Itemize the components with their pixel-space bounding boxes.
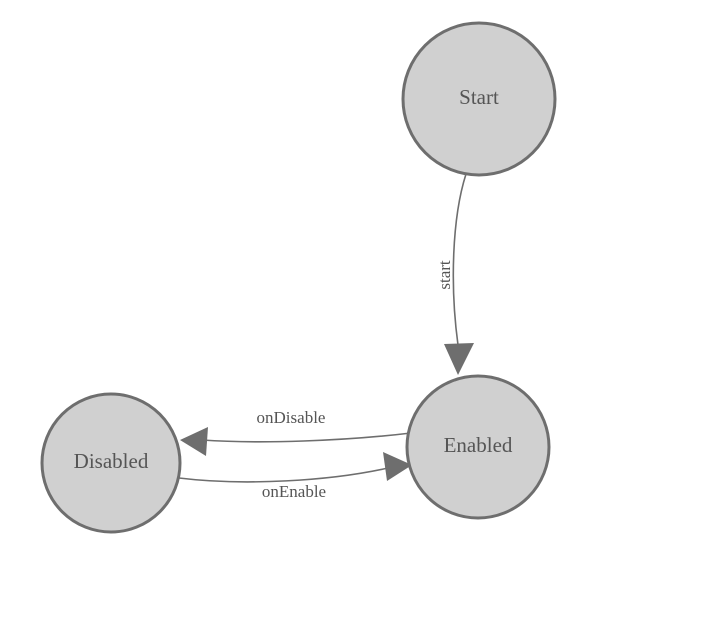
- node-start-circle: [401, 21, 557, 177]
- edge-label-start: start: [435, 260, 454, 290]
- node-start-label: Start: [459, 85, 499, 109]
- edge-start-to-enabled-path: [452, 173, 467, 346]
- node-enabled-label: Enabled: [444, 433, 513, 457]
- edge-label-onenable: onEnable: [262, 482, 326, 501]
- edge-start-to-enabled[interactable]: start: [435, 173, 474, 375]
- edge-enabled-to-disabled-arrowhead: [180, 427, 208, 456]
- node-enabled[interactable]: Enabled: [405, 374, 551, 520]
- node-disabled[interactable]: Disabled: [40, 392, 182, 534]
- edge-enabled-to-disabled-path: [201, 432, 412, 443]
- node-start[interactable]: Start: [401, 21, 557, 177]
- edge-disabled-to-enabled-arrowhead: [383, 452, 412, 481]
- edge-label-ondisable: onDisable: [257, 408, 326, 427]
- node-disabled-label: Disabled: [74, 449, 149, 473]
- edge-disabled-to-enabled-path: [178, 467, 389, 483]
- node-disabled-circle: [40, 392, 182, 534]
- edge-enabled-to-disabled[interactable]: onDisable: [180, 408, 412, 456]
- edge-disabled-to-enabled[interactable]: onEnable: [178, 452, 412, 501]
- edge-start-to-enabled-arrowhead: [444, 343, 474, 375]
- node-enabled-circle: [405, 374, 551, 520]
